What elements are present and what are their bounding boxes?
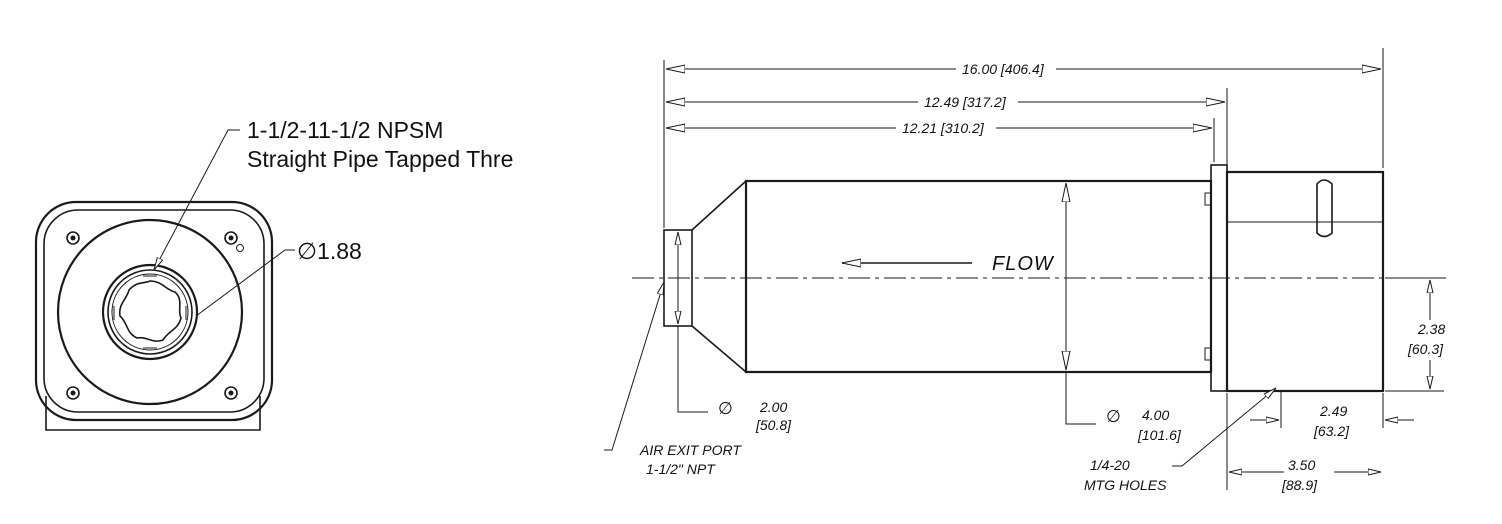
main-body	[744, 179, 1213, 374]
front-view: 1-1/2-11-1/2 NPSM Straight Pipe Tapped T…	[34, 117, 513, 431]
air-exit-line1: AIR EXIT PORT	[639, 442, 742, 458]
dim-body-dia-symbol: ∅	[1106, 407, 1121, 426]
dim-body-dia-leader	[1065, 372, 1096, 425]
front-disc	[56, 218, 244, 406]
dim-motor-mm: [88.9]	[1281, 477, 1318, 493]
bore-thread	[107, 269, 193, 355]
flow-label: FLOW	[992, 253, 1055, 275]
impeller-lobes	[118, 280, 182, 342]
air-exit-line2: 1-1/2" NPT	[646, 461, 716, 477]
dim-body-text: 12.21 [310.2]	[902, 120, 985, 136]
dim-height-in: 2.38	[1417, 321, 1445, 337]
bore-outer	[101, 263, 199, 361]
thread-callout-line2: Straight Pipe Tapped Thre	[247, 146, 513, 172]
dim-height-mm: [60.3]	[1407, 341, 1444, 357]
corner-screws	[66, 231, 244, 400]
dim-outlet-leader	[677, 326, 708, 413]
mtg-line1: 1/4-20	[1090, 457, 1130, 473]
mtg-leader	[1172, 388, 1276, 467]
dim-outlet-in: 2.00	[759, 399, 787, 415]
spacing-ext	[1280, 390, 1384, 428]
dim-motor-in: 3.50	[1288, 457, 1315, 473]
extension-lines	[663, 48, 1384, 228]
thread-callout-line1: 1-1/2-11-1/2 NPSM	[247, 117, 443, 143]
bore-diameter-label: ∅1.88	[297, 238, 362, 264]
dim-flange-text: 12.49 [317.2]	[924, 94, 1007, 110]
height-ext	[1385, 277, 1444, 392]
dim-spacing-mm: [63.2]	[1313, 423, 1350, 439]
dim-outlet-mm: [50.8]	[755, 417, 792, 433]
transition-cone	[691, 180, 747, 373]
bore-leader	[195, 249, 295, 317]
dim-spacing-in: 2.49	[1319, 403, 1347, 419]
housing-inner	[43, 209, 265, 413]
housing-outer	[34, 200, 274, 422]
dim-overall-text: 16.00 [406.4]	[962, 61, 1045, 77]
dim-body-dia-mm: [101.6]	[1137, 427, 1182, 443]
air-exit-leader	[604, 282, 664, 451]
dim-body-dia-in: 4.00	[1142, 407, 1169, 423]
conduit-stub	[1316, 179, 1333, 238]
motor-housing	[1225, 170, 1385, 393]
front-base	[45, 396, 261, 431]
mtg-line2: MTG HOLES	[1084, 477, 1167, 493]
dim-outlet-symbol: ∅	[718, 399, 733, 418]
bore-inner	[111, 273, 189, 351]
side-view: FLOW 16.00 [406.4] 12.49 [317.2] 12.21 […	[604, 48, 1456, 496]
thread-leader	[154, 129, 240, 270]
